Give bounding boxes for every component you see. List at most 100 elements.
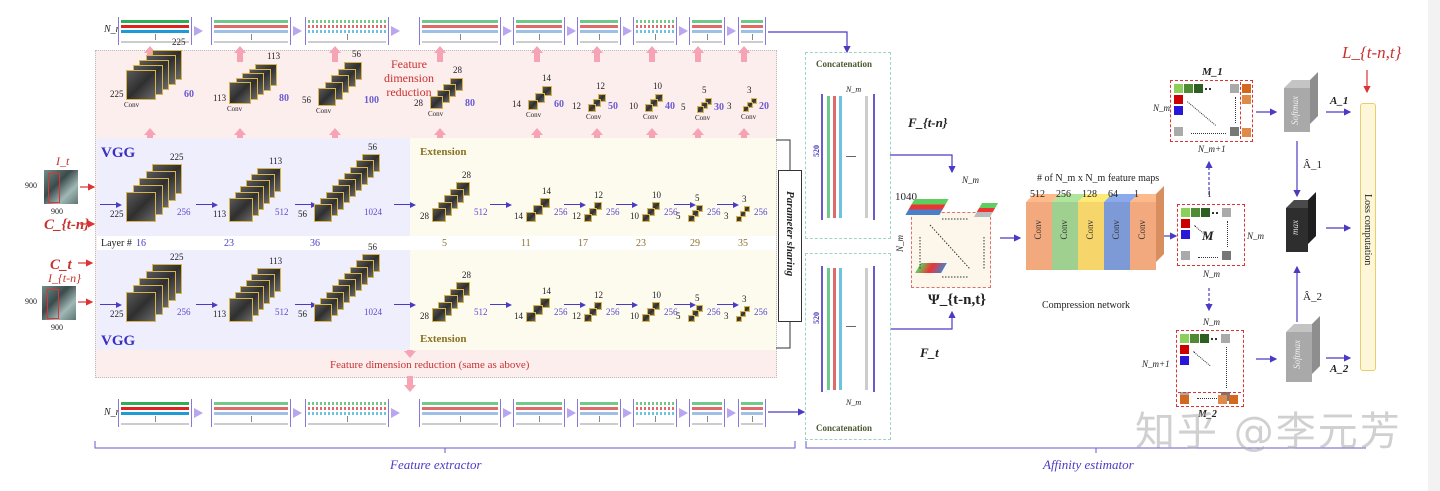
feature-stripe-last [580,41,618,43]
arrow-line [394,304,410,305]
image-width-top: 900 [25,181,37,190]
compression-layer: Conv [1078,202,1104,270]
feature-vector [118,399,192,427]
ellipsis-mark [347,34,348,40]
reduction-channels: 50 [608,101,618,112]
ellipsis [1191,133,1226,134]
parameter-sharing-box: Parameter sharing [778,170,802,322]
flow-arrow-icon [717,302,739,308]
feature-map-slice [650,99,658,107]
top-ext-cube [642,202,660,222]
ext-channels: 256 [554,307,568,317]
feature-reduction-title: Feature dimension reduction [384,58,434,98]
compression-conv-label: Conv [1111,220,1121,240]
arrow-head [116,302,122,308]
softmax-label-top: Softmax [1290,96,1300,125]
ext-size-top: 3 [742,294,747,304]
flow-arrow-icon [564,302,586,308]
matrix-cell [1242,95,1251,104]
conv-label: Conv [695,114,711,122]
feature-stripe [308,20,386,23]
arrow-head [580,302,586,308]
feature-stripe [580,402,618,405]
ellipsis-mark [347,416,348,422]
arrow-head [692,128,704,135]
compression-layer: Conv [1026,202,1052,270]
feature-vector [738,399,766,427]
feature-map-slice [314,304,332,322]
ext-size-top: 28 [462,270,471,280]
feature-map-slice [533,205,543,215]
m1-label: M_1 [1202,66,1223,78]
flow-arrow-icon [717,202,739,208]
feature-map-slice [736,316,742,322]
feature-stripe [741,407,763,410]
feature-map-slice [652,202,660,210]
bbox-bottom [47,289,59,319]
vgg-size-top: 113 [269,156,283,166]
feature-vector [211,399,291,427]
arrow-head [410,202,416,208]
feature-map-slice [589,308,597,316]
reduction-channels: 40 [665,101,675,112]
feature-vector [633,17,677,45]
matrix-cell [1174,106,1183,115]
arrow-line [564,204,580,205]
feature-map-slice [747,102,753,108]
feature-stripe [692,407,722,410]
ext-size-left: 28 [420,311,429,321]
matrix-cell [1194,84,1203,93]
vgg-size-left: 56 [298,309,307,319]
arrow-line [196,204,212,205]
feature-stripe-last [636,423,674,425]
loss-computation-bar: Loss computation [1360,103,1376,371]
matrix-cell [1221,334,1230,343]
flow-arrow-icon [196,302,218,308]
flow-arrow-icon [616,302,638,308]
feature-stripe [422,20,498,23]
ellipsis-mark [539,34,540,40]
feature-stripe-last [580,423,618,425]
reduction-cube [528,86,552,110]
ellipsis-mark [752,416,753,422]
feature-map-slice [432,208,446,222]
feature-stripe [580,25,618,28]
feature-vector [211,17,291,45]
feature-stripe-last [692,423,722,425]
feature-map-slice [126,192,156,222]
arrow-head [690,302,696,308]
ellipsis-mark [707,34,708,40]
feature-map-slice [740,211,746,217]
arrow-shaft [407,376,413,385]
ellipsis [1226,347,1227,388]
ext-size-left: 28 [420,211,429,221]
feature-stripe [214,20,288,23]
arrow-head [646,128,658,135]
scrollbar-track[interactable] [1428,0,1440,491]
vgg-channels: 512 [275,207,289,217]
extension-label-top: Extension [420,146,467,158]
ext-size-top: 5 [695,193,700,203]
feature-vector [577,17,621,45]
arrow-head [144,128,156,135]
arrow-head [506,202,512,208]
m-right-label: N_m [1247,231,1265,241]
feature-stripe [422,412,498,415]
feature-stripe-last [516,41,562,43]
m-bottom-label: N_m [1203,269,1221,279]
arrow-head [591,46,603,53]
compression-label: Compression network [1042,300,1131,311]
arrow-head [434,128,446,135]
feature-stripe [214,30,288,33]
feature-stripe-last [422,423,498,425]
feature-map-slice [528,100,538,110]
input-image-bottom [42,286,76,320]
vgg-size-top: 225 [170,252,184,262]
feature-map-slice [744,306,750,312]
feature-vector [633,399,677,427]
conv-label: Conv [124,101,140,109]
compression-count: 64 [1108,189,1118,200]
ext-size-left: 14 [514,211,523,221]
max-block: max [1286,192,1316,252]
